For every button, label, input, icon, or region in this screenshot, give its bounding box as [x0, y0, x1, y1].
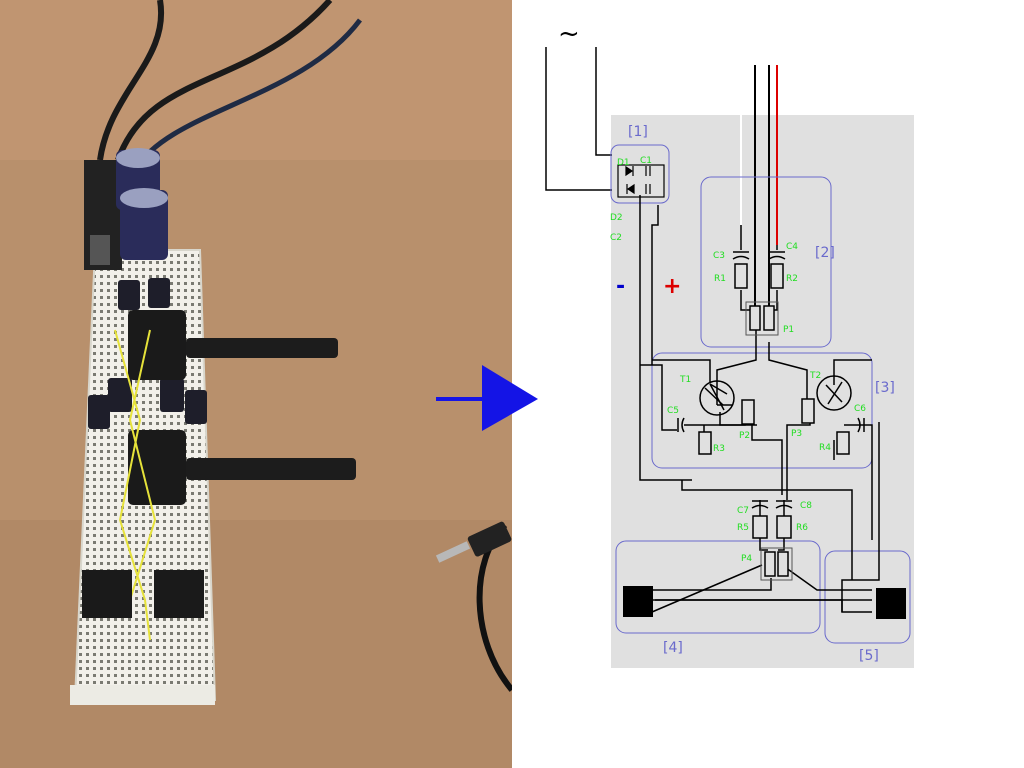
label-r4: R4: [819, 443, 831, 453]
label-d2: D2: [610, 213, 623, 223]
group-label-4: [4]: [663, 640, 683, 656]
label-c1: C1: [640, 156, 652, 166]
output-jack: [82, 570, 132, 618]
group-label-3: [3]: [875, 380, 895, 396]
cable: [115, 0, 333, 162]
cable: [97, 0, 165, 161]
label-c4: C4: [786, 242, 798, 252]
group-box-5: [824, 550, 911, 644]
minus-label: -: [616, 274, 625, 299]
label-r1: R1: [714, 274, 726, 284]
pot-p1-box: [745, 301, 779, 336]
label-t1: T1: [679, 375, 691, 385]
label-r2: R2: [786, 274, 798, 284]
group-box-4: [615, 540, 821, 634]
potentiometer: [128, 430, 186, 505]
input-wires: [545, 47, 612, 191]
plus-label: +: [663, 274, 681, 299]
circuit-schematic: ~ [1] [2] [3] [4] [5] - +: [545, 19, 914, 668]
capacitor-symbols: [677, 251, 865, 509]
pot-p4-box: [760, 547, 793, 581]
right-arrow-icon: [436, 365, 538, 431]
group-box-2: [700, 176, 832, 348]
group-box-3: [651, 352, 873, 469]
output-jack-right: [876, 588, 906, 619]
resistor-symbols: [698, 263, 850, 577]
potentiometer: [128, 310, 186, 380]
label-c2: C2: [610, 233, 622, 243]
label-r3: R3: [713, 444, 725, 454]
label-c7: C7: [737, 506, 749, 516]
label-r6: R6: [796, 523, 808, 533]
schematic-background: [611, 115, 914, 668]
cable: [132, 18, 362, 172]
group-label-5: [5]: [859, 648, 879, 664]
breadboard-photo: [0, 0, 512, 768]
transistor-symbols: [699, 375, 852, 416]
label-c8: C8: [800, 501, 812, 511]
output-jack-left: [623, 586, 653, 617]
label-t2: T2: [809, 371, 821, 381]
pot-shaft: [186, 458, 356, 480]
group-label-1: [1]: [628, 124, 648, 140]
label-d1: D1: [617, 158, 630, 168]
label-p4: P4: [741, 554, 752, 564]
capacitor: [120, 190, 168, 260]
label-c3: C3: [713, 251, 725, 261]
group-label-2: [2]: [815, 245, 835, 261]
label-p3: P3: [791, 429, 802, 439]
output-jack: [154, 570, 204, 618]
audio-plug: [467, 521, 512, 557]
label-p2: P2: [739, 431, 750, 441]
group1-components: [617, 164, 665, 198]
label-c6: C6: [854, 404, 866, 414]
ac-symbol: ~: [558, 19, 580, 49]
pot-shaft: [186, 338, 338, 358]
label-p1: P1: [783, 325, 794, 335]
label-r5: R5: [737, 523, 749, 533]
label-c5: C5: [667, 406, 679, 416]
